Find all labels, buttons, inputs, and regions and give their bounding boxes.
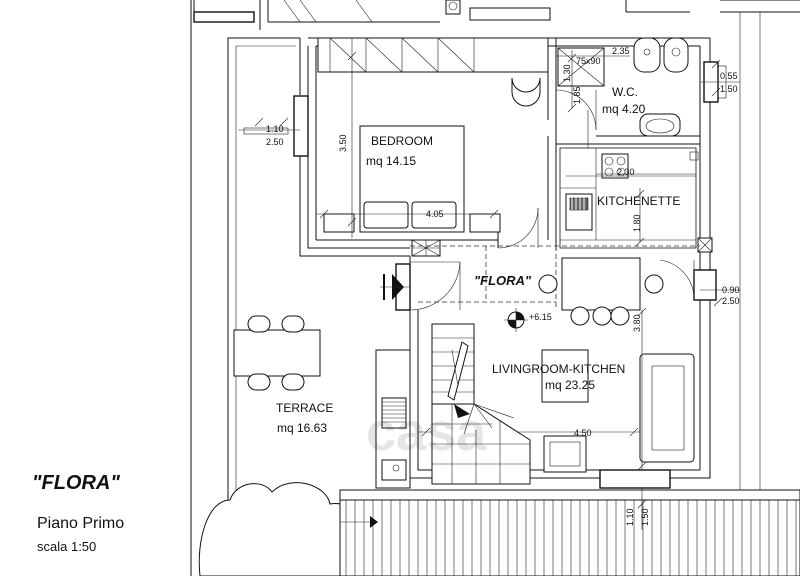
level-marker: +6.15 xyxy=(529,312,552,322)
wardrobe xyxy=(317,37,549,73)
terrace-table xyxy=(233,329,321,377)
dim-bedroom-width: 4.05 xyxy=(426,209,444,219)
exterior-steps xyxy=(340,499,800,576)
terrace-area: mq 16.63 xyxy=(277,421,327,435)
dim-window-left-2: 2.50 xyxy=(266,137,284,147)
wc-area: mq 4.20 xyxy=(602,102,646,116)
kitchenette xyxy=(559,147,713,253)
dim-window-right-1: 0.55 xyxy=(720,71,738,81)
living-room xyxy=(418,257,740,473)
terrace xyxy=(198,315,800,576)
bedroom-area: mq 14.15 xyxy=(366,154,416,168)
dim-shower: 75x90 xyxy=(576,56,601,66)
entrance xyxy=(380,259,695,311)
dim-wc-h1: 1.30 xyxy=(562,64,572,82)
terrace-label: TERRACE xyxy=(276,401,333,415)
toilet-icon xyxy=(663,37,689,73)
pillow-icon xyxy=(411,201,457,229)
dim-bedroom-height: 3.50 xyxy=(338,134,348,152)
dim-window-right-3: 0.90 xyxy=(722,285,740,295)
plan-title: "FLORA" xyxy=(32,472,120,494)
dining-table xyxy=(561,257,641,311)
staircase xyxy=(431,323,531,485)
dimension-labels: 2.35 75x90 1.30 1.85 3.50 4.05 2.30 1.80… xyxy=(266,46,740,526)
plan-scale: scala 1:50 xyxy=(37,539,96,554)
kitchenette-label: KITCHENETTE xyxy=(597,194,680,208)
circulation xyxy=(410,245,700,310)
living-label: LIVINGROOM-KITCHEN xyxy=(492,362,625,376)
title-block: "FLORA" Piano Primo scala 1:50 xyxy=(32,472,124,554)
shrub-icon xyxy=(198,482,363,576)
dim-window-bottom-2: 1.50 xyxy=(640,508,650,526)
wc-label: W.C. xyxy=(612,85,638,99)
pillow-icon xyxy=(363,201,409,229)
dim-wc-h2: 1.85 xyxy=(572,86,582,104)
bedroom xyxy=(238,37,549,257)
dim-window-left-1: 1.10 xyxy=(266,124,284,134)
flora-tag: "FLORA" xyxy=(474,273,532,288)
sink-icon xyxy=(639,113,681,137)
coffee-table xyxy=(541,349,589,403)
dim-window-right-2: 1.50 xyxy=(720,84,738,94)
dim-kitchen-height: 1.80 xyxy=(632,214,642,232)
room-labels: BEDROOM mq 14.15 W.C. mq 4.20 KITCHENETT… xyxy=(276,85,680,435)
dim-window-right-4: 2.50 xyxy=(722,296,740,306)
plan-floor: Piano Primo xyxy=(37,515,124,532)
dim-window-bottom-1: 1.10 xyxy=(625,508,635,526)
dim-kitchen-width: 2.30 xyxy=(617,167,635,177)
bathroom xyxy=(511,37,740,250)
living-area: mq 23.25 xyxy=(545,378,595,392)
bedroom-label: BEDROOM xyxy=(371,134,433,148)
dim-living-width: 4.50 xyxy=(574,428,592,438)
dim-living-height: 3.80 xyxy=(632,314,642,332)
watermark: casa xyxy=(366,402,487,462)
dim-bath-width: 2.35 xyxy=(612,46,630,56)
sofa-icon xyxy=(639,353,695,463)
